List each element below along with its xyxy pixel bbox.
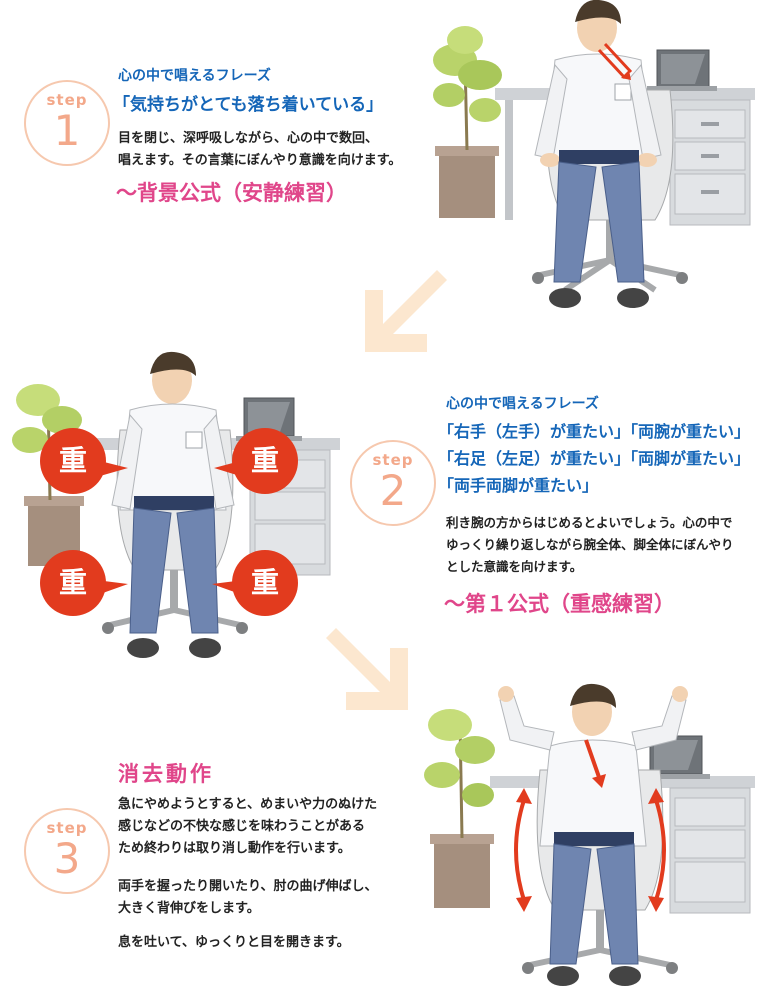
step1-body-line: 目を閉じ、深呼吸しながら、心の中で数回、	[118, 131, 379, 146]
step2-badge-word: step	[372, 451, 414, 469]
breath-arrow-icon	[597, 42, 633, 80]
flow-arrow-icon	[326, 628, 408, 710]
step2-phrase: 「右足（左足）が重たい」「両脚が重たい」	[438, 449, 751, 468]
step1-heading: 心の中で唱えるフレーズ	[118, 68, 271, 84]
step2-heading: 心の中で唱えるフレーズ	[446, 396, 599, 412]
step2-phrase: 「両手両脚が重たい」	[438, 476, 599, 495]
step3-body-line: ため終わりは取り消し動作を行います。	[118, 841, 351, 856]
step3-body-line: 感じなどの不快な感じを味わうことがある	[118, 819, 366, 834]
step1-body: 目を閉じ、深呼吸しながら、心の中で数回、 唱えます。その言葉にぼんやり意識を向け…	[118, 128, 401, 172]
step1-badge-number: 1	[53, 106, 81, 155]
step3-illustration	[424, 683, 755, 986]
plant-icon	[433, 26, 502, 218]
step3-body-line: 大きく背伸びをします。	[118, 901, 260, 916]
step2-badge-number: 2	[379, 466, 407, 515]
step2-illustration	[12, 351, 340, 658]
step3-body2: 両手を握ったり開いたり、肘の曲げ伸ばし、 大きく背伸びをします。	[118, 876, 377, 920]
flow-arrow-icon	[365, 270, 447, 352]
weight-bubble-left-arm: 重	[232, 428, 298, 494]
step2-body-line: 利き腕の方からはじめるとよいでしょう。心の中で	[446, 515, 733, 530]
man-icon	[111, 351, 235, 658]
step2-formula: 〜第１公式（重感練習）	[444, 592, 675, 616]
weight-bubble-left-leg: 重	[232, 550, 298, 616]
step3-body-line: 急にやめようとすると、めまいや力のぬけた	[118, 797, 378, 812]
step2-body-line: とした意識を向けます。	[446, 559, 583, 574]
weight-bubble-right-leg: 重	[40, 550, 106, 616]
laptop-icon	[647, 49, 717, 91]
step1-badge-word: step	[46, 91, 88, 109]
step3-body-line: 両手を握ったり開いたり、肘の曲げ伸ばし、	[118, 879, 378, 894]
step1-formula: 〜背景公式（安静練習）	[116, 181, 347, 205]
step3-heading: 消去動作	[118, 762, 214, 786]
man-stretching-icon	[498, 683, 688, 986]
weight-bubble-right-arm: 重	[40, 428, 106, 494]
step3-body3: 息を吐いて、ゆっくりと目を開きます。	[118, 932, 350, 954]
step2-badge: step 2	[350, 440, 436, 526]
stretch-arrow-icon	[514, 739, 666, 912]
step1-badge: step 1	[24, 80, 110, 166]
plant-icon	[424, 709, 495, 908]
step3-body: 急にやめようとすると、めまいや力のぬけた 感じなどの不快な感じを味わうことがある…	[118, 794, 377, 860]
man-icon	[534, 0, 662, 308]
step2-phrases: 「右手（左手）が重たい」「両腕が重たい」 「右足（左足）が重たい」「両脚が重たい…	[438, 418, 750, 499]
step3-badge-word: step	[46, 819, 88, 837]
step3-badge-number: 3	[53, 834, 81, 883]
step3-badge: step 3	[24, 808, 110, 894]
step2-phrase: 「右手（左手）が重たい」「両腕が重たい」	[438, 422, 751, 441]
step3-body-line: 息を吐いて、ゆっくりと目を開きます。	[118, 935, 350, 950]
step1-body-line: 唱えます。その言葉にぼんやり意識を向けます。	[118, 153, 402, 168]
step2-body-line: ゆっくり繰り返しながら腕全体、脚全体にぼんやり	[446, 537, 734, 552]
step1-illustration	[433, 0, 755, 308]
step1-phrase: 「気持ちがとても落ち着いている」	[113, 95, 384, 115]
step2-body: 利き腕の方からはじめるとよいでしょう。心の中で ゆっくり繰り返しながら腕全体、脚…	[446, 512, 734, 578]
